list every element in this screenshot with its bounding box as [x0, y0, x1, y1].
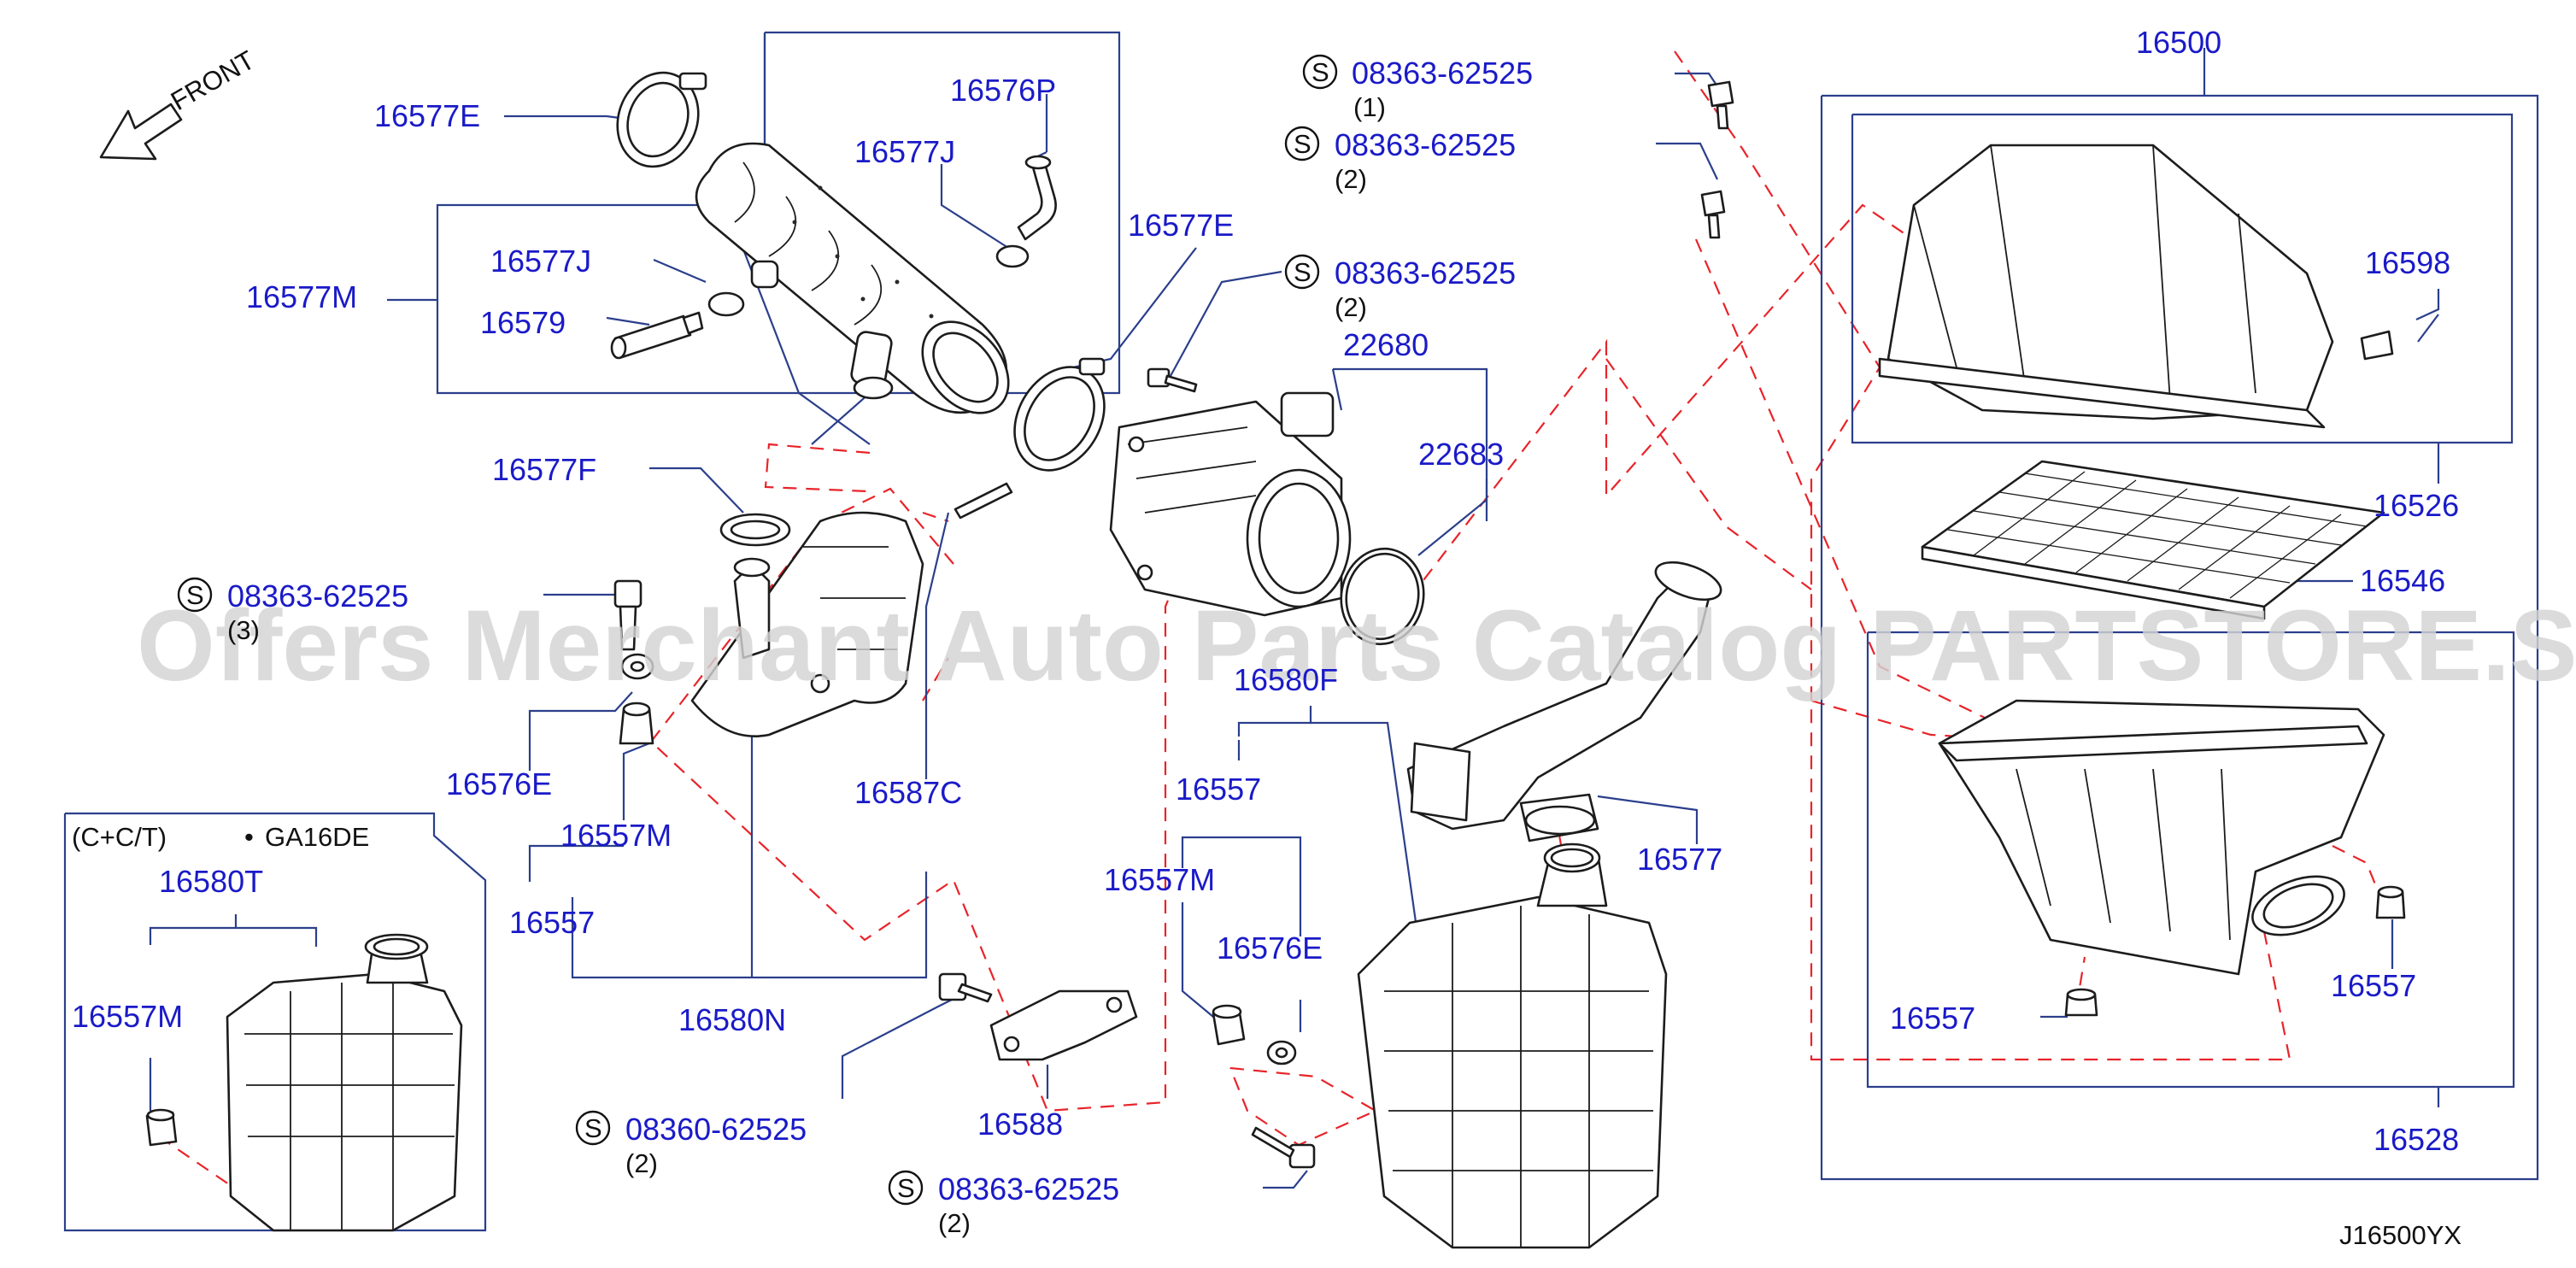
- inset-housing-16580T-icon: [145, 933, 463, 1232]
- bolt-callout-4: S 08363-62525 (3): [177, 577, 408, 645]
- label-16577E-mid: 16577E: [1128, 208, 1234, 243]
- s-symbol-text: S: [584, 1113, 602, 1143]
- bolts-top-right-icon: [1700, 80, 1734, 239]
- label-16579: 16579: [480, 305, 566, 340]
- watermark: Offers Merchant Auto Parts Catalog PARTS…: [137, 590, 2576, 702]
- label-22683: 22683: [1418, 437, 1504, 472]
- hose-16576P-icon: [1017, 155, 1057, 241]
- left-bolt-icon: [613, 579, 654, 745]
- bolt-callout-6: S 08363-62525 (2): [888, 1170, 1119, 1238]
- label-16580F: 16580F: [1234, 662, 1338, 697]
- label-16577F: 16577F: [492, 452, 596, 487]
- diagram-code: J16500YX: [2339, 1220, 2462, 1250]
- label-16528: 16528: [2374, 1122, 2459, 1157]
- bolt-qty: (1): [1353, 92, 1386, 122]
- label-16577M: 16577M: [246, 279, 357, 314]
- bolt-number: 08360-62525: [625, 1112, 807, 1147]
- s-symbol-text: S: [1311, 57, 1329, 87]
- label-16598: 16598: [2365, 245, 2450, 280]
- s-symbol-icon: [575, 1110, 611, 1146]
- bolt-number: 08363-62525: [1352, 56, 1533, 91]
- bullet-icon: •: [244, 822, 254, 852]
- bolt-qty: (2): [1335, 164, 1367, 194]
- label-16576E-left: 16576E: [446, 766, 552, 801]
- label-16526: 16526: [2374, 488, 2459, 523]
- label-16577: 16577: [1637, 842, 1722, 877]
- filter-16546-icon: [1921, 460, 2385, 620]
- bolt-qty: (2): [938, 1208, 971, 1238]
- front-arrow-icon: [99, 103, 183, 161]
- s-symbol-icon: [1302, 54, 1338, 90]
- bolt-qty: (2): [1335, 292, 1367, 322]
- grommet-center-icon: [1212, 1004, 1316, 1169]
- bolt-number: 08363-62525: [1335, 255, 1516, 291]
- label-16500: 16500: [2136, 25, 2221, 60]
- s-symbol-icon: [1284, 254, 1320, 290]
- label-16546: 16546: [2360, 563, 2445, 598]
- air-cleaner-cover-16526-icon: [1878, 144, 2334, 429]
- bolt-callout-2: S 08363-62525 (2): [1284, 126, 1516, 194]
- bolt-callout-1: S 08363-62525 (1): [1302, 54, 1533, 122]
- label-16557-right-a: 16557: [1890, 1001, 1975, 1036]
- label-16576E-center: 16576E: [1217, 930, 1323, 966]
- engine-note: GA16DE: [265, 822, 369, 852]
- label-16557-right-b: 16557: [2331, 968, 2416, 1003]
- label-22680: 22680: [1343, 327, 1429, 362]
- tube-16579-icon: [610, 311, 704, 360]
- housing-16580F-icon: [1357, 842, 1668, 1249]
- label-16588: 16588: [977, 1107, 1063, 1142]
- label-16557-left: 16557: [509, 905, 595, 940]
- label-16580T: 16580T: [159, 864, 263, 899]
- bolt-number: 08363-62525: [1335, 127, 1516, 162]
- bolt-callout-3: S 08363-62525 (2): [1284, 254, 1516, 322]
- bolt-number: 08363-62525: [938, 1171, 1119, 1206]
- bolt-number: 08363-62525: [227, 578, 408, 613]
- clamp-16577E-mid-icon: [1013, 357, 1106, 472]
- resonator-16587C-icon: [690, 511, 924, 737]
- clamp-16577E-top-icon: [616, 71, 707, 168]
- adapter-22680-icon: [1109, 391, 1352, 617]
- bolt-mid-icon: [1147, 367, 1198, 393]
- grommet-right-icon: [2064, 885, 2406, 1017]
- gasket-22683-icon: [1340, 547, 1425, 646]
- s-symbol-text: S: [186, 580, 204, 610]
- air-cleaner-body-16528-icon: [1938, 699, 2385, 976]
- stud-bolt-icon: [954, 482, 1013, 520]
- bolt-qty: (2): [625, 1148, 658, 1178]
- label-16577J-b: 16577J: [490, 244, 591, 279]
- bolt-qty: (3): [227, 615, 260, 645]
- s-symbol-text: S: [1294, 257, 1311, 287]
- label-16557-center: 16557: [1176, 772, 1261, 807]
- s-symbol-text: S: [1294, 129, 1311, 159]
- label-16587C: 16587C: [854, 775, 962, 810]
- label-16557M-inset: 16557M: [72, 999, 183, 1034]
- s-symbol-icon: [1284, 126, 1320, 161]
- label-16576P: 16576P: [950, 73, 1056, 108]
- label-16557M-center: 16557M: [1104, 862, 1215, 897]
- label-16580N: 16580N: [678, 1002, 786, 1037]
- part-labels: 16500 16598 16526 16546 16528 16557 1655…: [72, 25, 2459, 1157]
- duct-16577-icon: [1406, 561, 1722, 842]
- label-16577E-top: 16577E: [374, 98, 480, 133]
- label-16557M-left: 16557M: [560, 818, 672, 853]
- clamp-16577F-icon: [719, 513, 791, 547]
- clip-16598-icon: [2360, 330, 2394, 361]
- variant-note: (C+C/T): [72, 822, 167, 852]
- clamp-16577J-icon: [707, 244, 1030, 317]
- front-label: FRONT: [166, 44, 260, 116]
- bracket-16588-icon: [938, 972, 1138, 1061]
- s-symbol-icon: [177, 577, 213, 613]
- s-symbol-text: S: [897, 1173, 915, 1203]
- bolt-callout-5: S 08360-62525 (2): [575, 1110, 807, 1178]
- air-duct-hose-icon: [695, 142, 1010, 414]
- s-symbol-icon: [888, 1170, 924, 1206]
- label-16577J-a: 16577J: [854, 134, 955, 169]
